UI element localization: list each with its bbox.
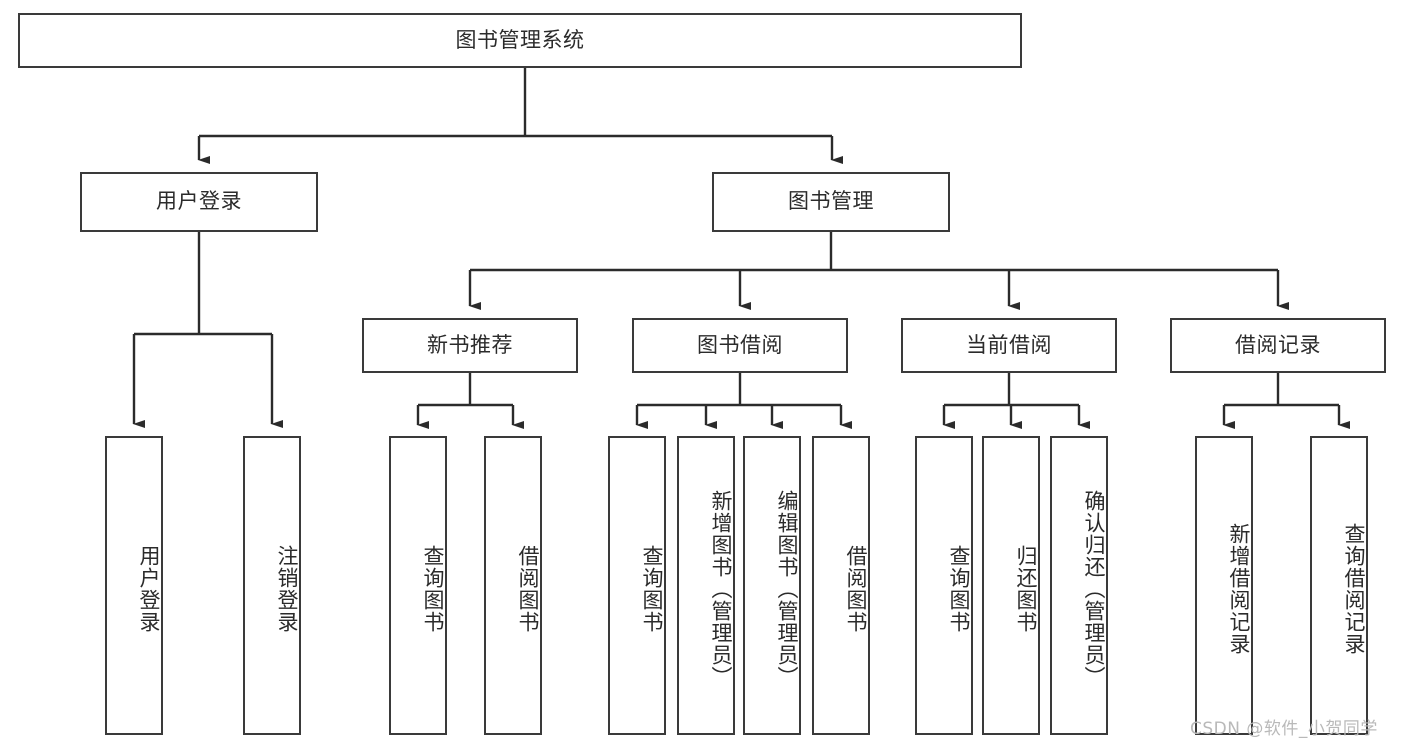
node-current-borrow[interactable]: 当前借阅 <box>901 318 1117 373</box>
node-label: 查询借阅记录 <box>1342 522 1366 655</box>
leaf-query-borrow-record[interactable]: 查询借阅记录 <box>1310 436 1368 735</box>
node-label: 查询图书 <box>947 544 971 633</box>
watermark: CSDN @软件_小贺同学 <box>1190 719 1378 739</box>
node-user-login[interactable]: 用户登录 <box>80 172 318 232</box>
node-label: 新增借阅记录 <box>1227 522 1251 655</box>
node-label: 当前借阅 <box>966 332 1052 357</box>
node-label: 用户登录 <box>156 189 242 214</box>
leaf-borrow-book[interactable]: 借阅图书 <box>812 436 870 735</box>
node-label: 新书推荐 <box>427 332 513 357</box>
leaf-query-book-recommend[interactable]: 查询图书 <box>389 436 447 735</box>
node-label: 确认归还（管理员） <box>1082 489 1106 688</box>
node-label: 查询图书 <box>640 544 664 633</box>
node-root[interactable]: 图书管理系统 <box>18 13 1022 68</box>
node-book-manage[interactable]: 图书管理 <box>712 172 950 232</box>
leaf-borrow-book-recommend[interactable]: 借阅图书 <box>484 436 542 735</box>
node-label: 编辑图书（管理员） <box>775 489 799 688</box>
leaf-edit-book-admin[interactable]: 编辑图书（管理员） <box>743 436 801 735</box>
node-label: 查询图书 <box>421 544 445 633</box>
leaf-confirm-return-admin[interactable]: 确认归还（管理员） <box>1050 436 1108 735</box>
node-label: 新增图书（管理员） <box>709 489 733 688</box>
node-new-book-recommend[interactable]: 新书推荐 <box>362 318 578 373</box>
leaf-user-login[interactable]: 用户登录 <box>105 436 163 735</box>
node-label: 借阅图书 <box>516 544 540 633</box>
leaf-add-borrow-record[interactable]: 新增借阅记录 <box>1195 436 1253 735</box>
node-book-borrow[interactable]: 图书借阅 <box>632 318 848 373</box>
leaf-query-book-borrow[interactable]: 查询图书 <box>608 436 666 735</box>
node-label: 注销登录 <box>275 544 299 633</box>
leaf-user-logout[interactable]: 注销登录 <box>243 436 301 735</box>
node-label: 用户登录 <box>137 544 161 633</box>
node-label: 图书管理 <box>788 189 874 214</box>
node-label: 图书管理系统 <box>455 27 585 52</box>
node-label: 借阅记录 <box>1235 332 1321 357</box>
leaf-query-book-current[interactable]: 查询图书 <box>915 436 973 735</box>
leaf-return-book[interactable]: 归还图书 <box>982 436 1040 735</box>
node-label: 归还图书 <box>1014 544 1038 633</box>
node-label: 图书借阅 <box>697 332 783 357</box>
leaf-add-book-admin[interactable]: 新增图书（管理员） <box>677 436 735 735</box>
node-label: 借阅图书 <box>844 544 868 633</box>
node-borrow-record[interactable]: 借阅记录 <box>1170 318 1386 373</box>
